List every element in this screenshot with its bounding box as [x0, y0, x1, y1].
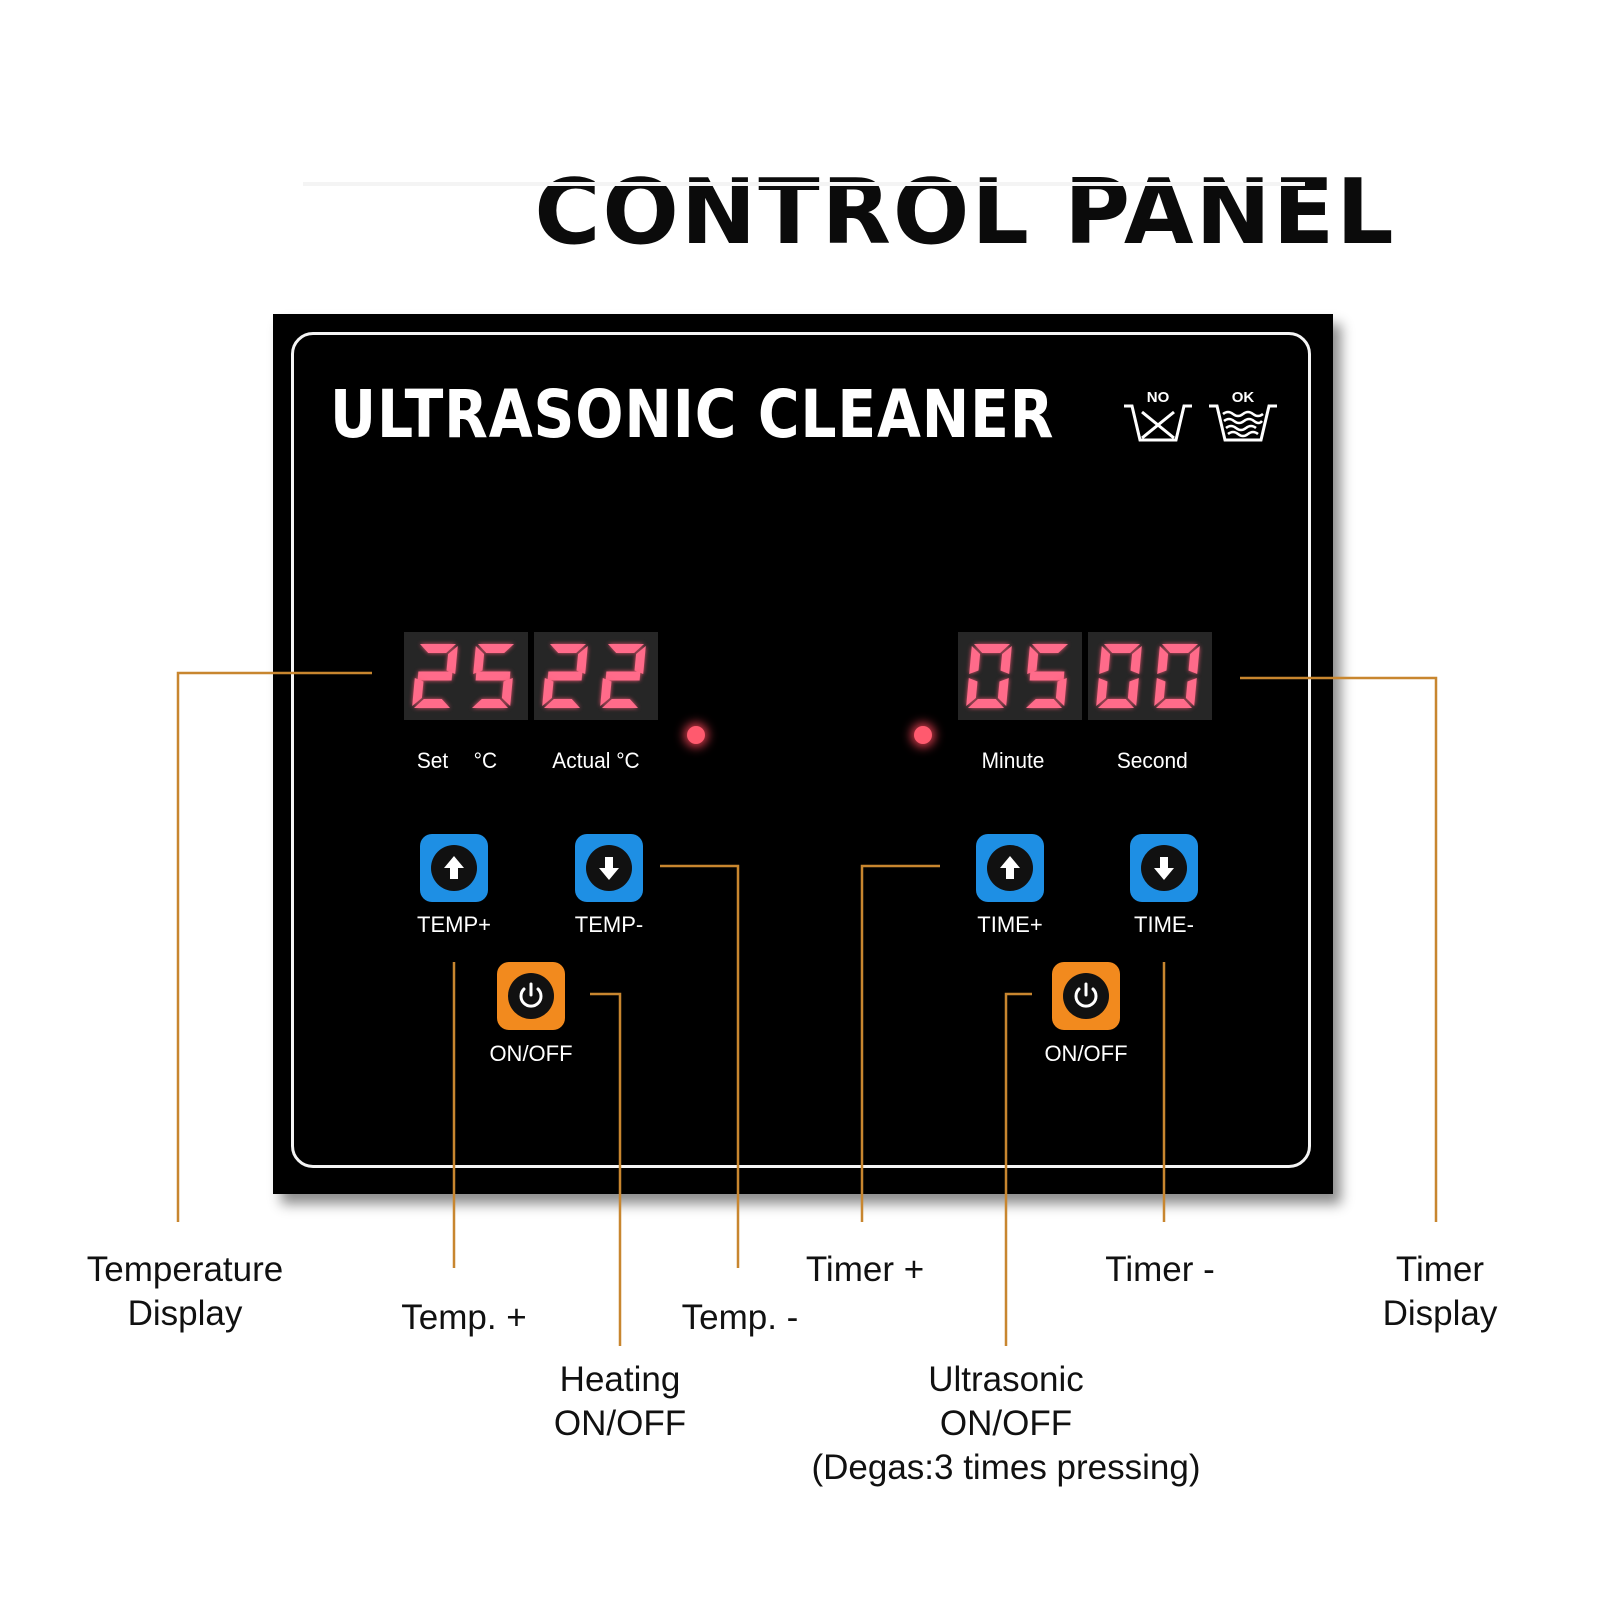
segment-digit — [1154, 644, 1200, 708]
callout-line: Timer - — [1105, 1250, 1215, 1289]
time-plus-button[interactable] — [976, 834, 1044, 902]
brand-title: ULTRASONIC CLEANER — [330, 376, 1055, 453]
ok-water-label: OK — [1232, 389, 1255, 406]
temp-minus-label: TEMP- — [574, 912, 644, 937]
seven-segment-digits — [542, 644, 646, 708]
heating-indicator-led — [687, 726, 705, 744]
temp-set-display — [404, 632, 528, 720]
callout-ultrasonic-onoff: Ultrasonic ON/OFF (Degas:3 times pressin… — [776, 1358, 1236, 1490]
callout-line: ON/OFF — [939, 1404, 1073, 1443]
leader-temperature-display — [176, 671, 372, 1222]
callout-line: Temperature — [86, 1250, 284, 1289]
segment-digit — [542, 644, 588, 708]
callout-temp-minus: Temp. - — [655, 1296, 825, 1340]
ultrasonic-indicator-led — [914, 726, 932, 744]
callout-line: Temp. + — [401, 1298, 527, 1337]
panel-border — [291, 332, 1311, 1168]
no-water-label: NO — [1147, 389, 1170, 406]
temp-plus-label: TEMP+ — [417, 912, 491, 937]
segment-digit — [600, 644, 646, 708]
leader-timer-plus — [860, 864, 940, 1222]
temp-set-label: Set — [416, 748, 449, 773]
callout-timer-display: Timer Display — [1350, 1248, 1530, 1336]
time-plus-label: TIME+ — [977, 912, 1043, 937]
temp-minus-button[interactable] — [575, 834, 643, 902]
no-water-icon: NO — [1124, 389, 1192, 442]
temp-actual-display — [534, 632, 658, 720]
seven-segment-digits — [1096, 644, 1200, 708]
arrow-up-icon — [1000, 856, 1020, 879]
callout-line: Temp. - — [681, 1298, 799, 1337]
power-icon — [1074, 982, 1098, 1008]
temp-set-unit: °C — [473, 748, 498, 773]
seven-segment-digits — [412, 644, 514, 708]
callout-line: Display — [127, 1294, 243, 1333]
callout-line: Heating — [559, 1360, 681, 1399]
heating-onoff-label: ON/OFF — [489, 1041, 573, 1066]
callout-heating-onoff: Heating ON/OFF — [520, 1358, 720, 1446]
temp-actual-label: Actual °C — [552, 748, 640, 773]
timer-second-display — [1088, 632, 1212, 720]
segment-digit — [412, 644, 458, 708]
segment-digit — [1026, 644, 1068, 708]
leader-heating-onoff — [590, 992, 622, 1346]
arrow-down-icon — [599, 857, 619, 880]
callout-timer-plus: Timer + — [780, 1248, 950, 1292]
time-minus-button[interactable] — [1130, 834, 1198, 902]
timer-minute-label: Minute — [981, 748, 1045, 773]
ok-water-icon: OK — [1209, 389, 1277, 442]
callout-line: ON/OFF — [553, 1404, 687, 1443]
callout-line: Timer + — [805, 1250, 925, 1289]
panel-divider — [303, 182, 1305, 186]
heating-onoff-button[interactable] — [497, 962, 565, 1030]
leader-timer-display — [1240, 676, 1438, 1222]
callout-line: Ultrasonic — [928, 1360, 1084, 1399]
callout-line: (Degas:3 times pressing) — [811, 1448, 1201, 1487]
callout-line: Timer — [1395, 1250, 1485, 1289]
leader-ultrasonic-onoff — [1004, 992, 1032, 1346]
callout-temperature-display: Temperature Display — [60, 1248, 310, 1336]
callout-line: Display — [1382, 1294, 1498, 1333]
seven-segment-digits — [966, 644, 1068, 708]
arrow-down-icon — [1154, 857, 1174, 880]
ultrasonic-onoff-label: ON/OFF — [1044, 1041, 1128, 1066]
timer-minute-display — [958, 632, 1082, 720]
power-icon — [519, 982, 543, 1008]
callout-timer-minus: Timer - — [1080, 1248, 1240, 1292]
arrow-up-icon — [444, 856, 464, 879]
ultrasonic-onoff-button[interactable] — [1052, 962, 1120, 1030]
time-minus-label: TIME- — [1134, 912, 1194, 937]
temp-plus-button[interactable] — [420, 834, 488, 902]
timer-second-label: Second — [1116, 748, 1188, 773]
leader-temp-minus — [660, 864, 740, 1268]
callout-temp-plus: Temp. + — [374, 1296, 554, 1340]
segment-digit — [472, 644, 514, 708]
segment-digit — [966, 644, 1012, 708]
segment-digit — [1096, 644, 1142, 708]
control-panel — [273, 314, 1333, 1194]
